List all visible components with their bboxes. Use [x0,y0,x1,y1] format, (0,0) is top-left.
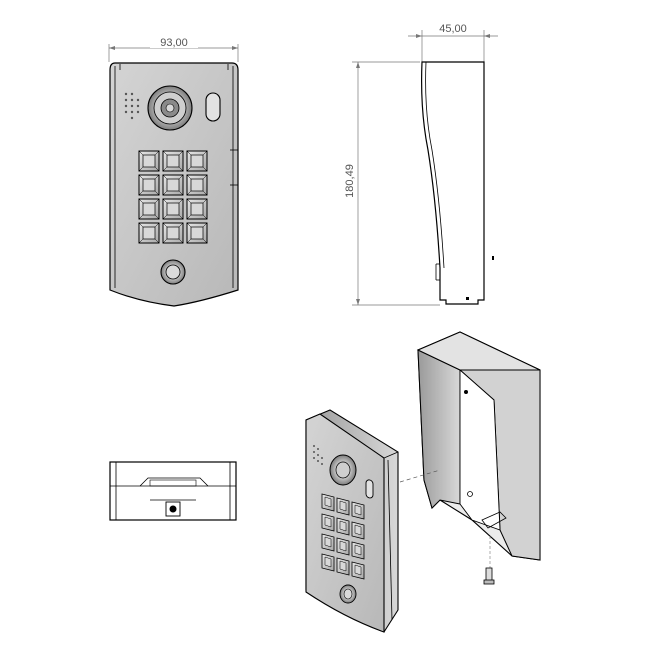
front-view: 93,00 [108,36,239,307]
width-dimension-label: 93,00 [160,37,188,49]
keypad [138,150,208,244]
height-dimension-label: 180,49 [344,164,356,198]
side-housing [421,61,485,305]
bottom-view [109,461,237,521]
keypad-key [138,222,160,244]
keypad-key [138,150,160,172]
iso-keypad-key [336,497,350,516]
keypad-key [186,150,208,172]
iso-keypad-key [321,513,335,532]
iso-keypad-key [336,537,350,556]
iso-hood [416,331,541,561]
iso-keypad-key [351,521,365,540]
isometric-view [305,331,541,633]
keypad-key [162,150,184,172]
iso-keypad-key [321,553,335,572]
iso-keypad-key [336,557,350,576]
keypad-key [138,174,160,196]
speaker-grille-icon [124,92,140,120]
iso-keypad-key [321,533,335,552]
keypad-key [162,222,184,244]
side-view: 45,00 180,49 [342,23,498,306]
iso-speaker-grille-icon [313,445,323,465]
screw-icon [165,501,181,517]
keypad-key [186,222,208,244]
depth-dimension: 45,00 [408,23,498,62]
iso-screw-icon [483,536,495,585]
height-dimension: 180,49 [342,61,440,306]
keypad-key [162,198,184,220]
iso-keypad-key [351,541,365,560]
call-button-icon [160,259,186,285]
iso-camera-lens-icon [329,454,357,486]
iso-keypad [321,493,365,580]
depth-dimension-label: 45,00 [439,23,467,35]
iso-front-panel [305,409,399,633]
iso-led-indicator-icon [365,479,374,499]
keypad-key [162,174,184,196]
camera-lens-icon [147,85,193,131]
led-indicator-icon [205,92,221,122]
iso-call-button-icon [339,584,357,604]
keypad-key [138,198,160,220]
iso-keypad-key [351,501,365,520]
keypad-key [186,174,208,196]
iso-keypad-key [321,493,335,512]
iso-keypad-key [351,561,365,580]
keypad-key [186,198,208,220]
iso-keypad-key [336,517,350,536]
width-dimension: 93,00 [108,36,239,62]
